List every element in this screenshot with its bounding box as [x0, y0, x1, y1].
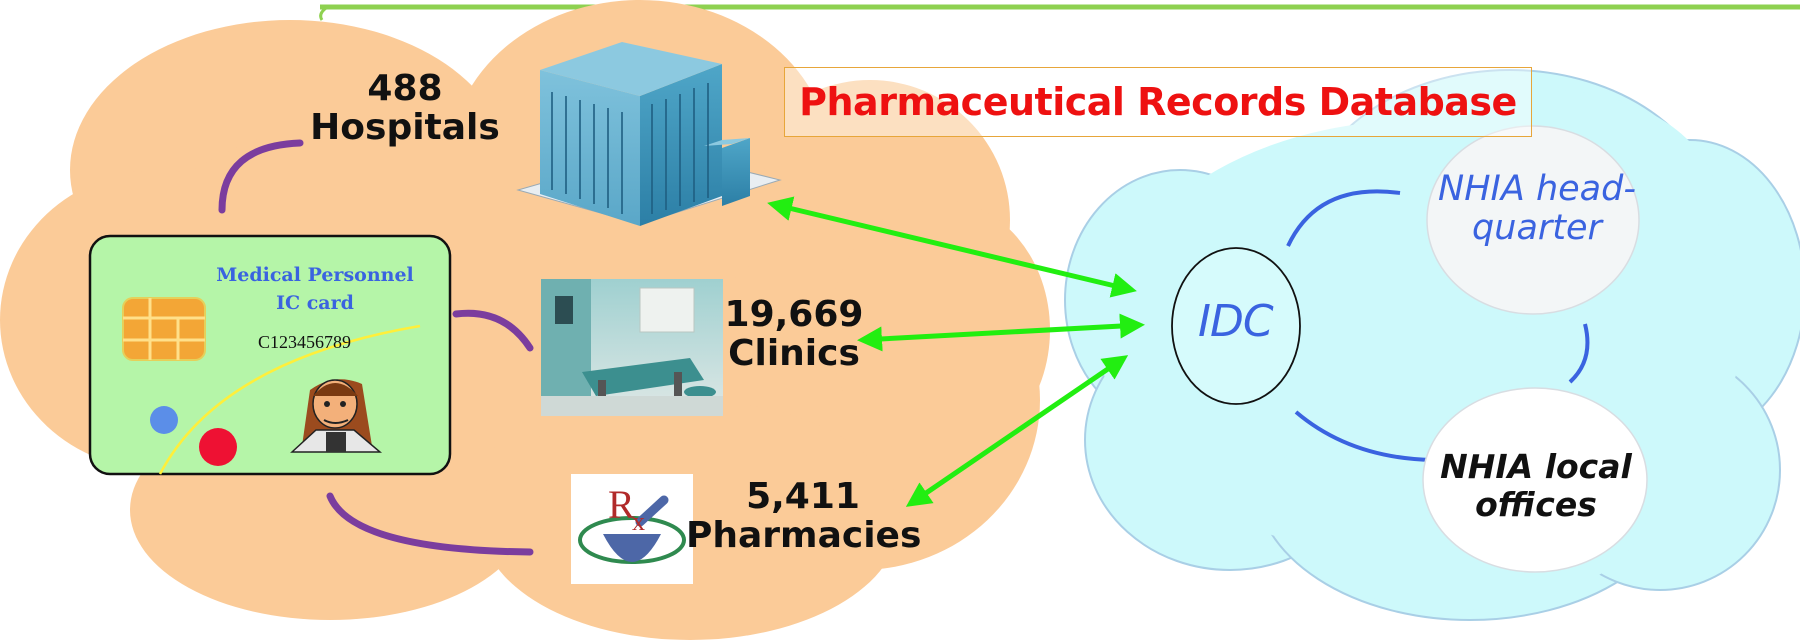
hospitals-label: 488 Hospitals	[300, 68, 510, 148]
pharmacies-count: 5,411	[746, 476, 860, 517]
local-offices-node	[1422, 387, 1648, 573]
connector-card-pharmacy	[326, 492, 534, 556]
hospitals-text: Hospitals	[310, 106, 500, 148]
arrow-pharmacy-idc	[905, 355, 1129, 507]
hospital-building-icon	[516, 42, 782, 226]
rx-mortar-pestle-icon: R x	[571, 474, 693, 584]
pharmacies-text: Pharmacies	[686, 514, 922, 556]
link-idc-headquarter	[1286, 189, 1401, 247]
clinics-count: 19,669	[724, 294, 864, 335]
headquarter-line1: NHIA head-	[1438, 169, 1636, 209]
arrow-hospital-idc	[767, 196, 1137, 298]
connector-card-clinic	[452, 309, 534, 352]
idc-label: IDC	[1198, 296, 1274, 347]
clinics-label: 19,669 Clinics	[724, 294, 864, 374]
local-offices-label: NHIA local offices	[1420, 448, 1652, 524]
database-title: Pharmaceutical Records Database	[799, 80, 1517, 124]
database-title-box: Pharmaceutical Records Database	[784, 67, 1532, 137]
svg-text:x: x	[632, 507, 645, 536]
link-headquarter-local	[1568, 323, 1590, 384]
connector-card-hospital	[218, 139, 304, 214]
card-stripe	[158, 324, 421, 475]
local-offices-line1: NHIA local	[1440, 447, 1632, 486]
idc-node	[1171, 247, 1301, 405]
clinics-text: Clinics	[728, 332, 860, 374]
ic-card-line2: IC card	[276, 291, 354, 314]
svg-text:R: R	[608, 482, 635, 527]
headquarter-label: NHIA head- quarter	[1410, 169, 1664, 249]
top-rule-hook	[319, 6, 327, 21]
headquarter-line2: quarter	[1472, 208, 1602, 249]
chip-icon	[122, 297, 206, 361]
doctor-cartoon-icon	[290, 379, 383, 453]
ic-card-id: C123456789	[258, 332, 352, 352]
link-idc-local	[1294, 410, 1433, 462]
headquarter-node	[1426, 125, 1640, 315]
pharmacies-label: 5,411 Pharmacies	[686, 476, 922, 556]
medical-personnel-ic-card	[88, 139, 534, 556]
blue-dot	[150, 406, 178, 434]
hospitals-count: 488	[367, 68, 443, 109]
red-dot	[199, 428, 237, 466]
ic-card-line1: Medical Personnel	[216, 264, 414, 286]
arrow-clinic-idc	[857, 313, 1145, 352]
clinic-exam-room-photo	[541, 279, 723, 416]
local-offices-line2: offices	[1475, 484, 1597, 524]
ic-card-title: Medical Personnel IC card	[200, 262, 430, 317]
